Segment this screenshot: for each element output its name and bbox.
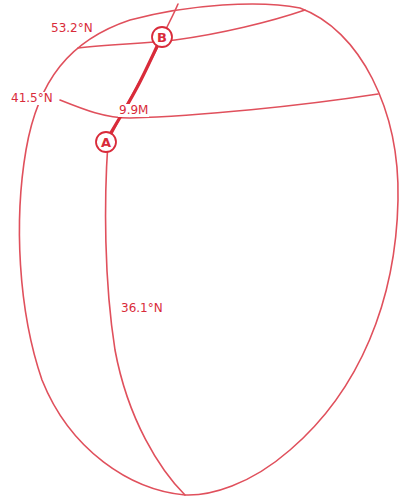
point-circle: A	[95, 131, 117, 153]
coordinate-label: 36.1°N	[120, 302, 164, 315]
coordinate-label: 53.2°N	[50, 22, 94, 35]
globe-outline	[19, 4, 398, 495]
coordinate-label: 9.9M	[118, 104, 149, 117]
coordinate-label: 41.5°N	[10, 92, 54, 105]
point-letter: A	[101, 136, 111, 149]
point-letter: B	[157, 31, 167, 44]
latitude-line	[60, 94, 378, 118]
latitude-line	[78, 10, 305, 48]
route-line	[111, 47, 157, 133]
point-circle: B	[151, 26, 173, 48]
meridian-line	[106, 4, 185, 495]
